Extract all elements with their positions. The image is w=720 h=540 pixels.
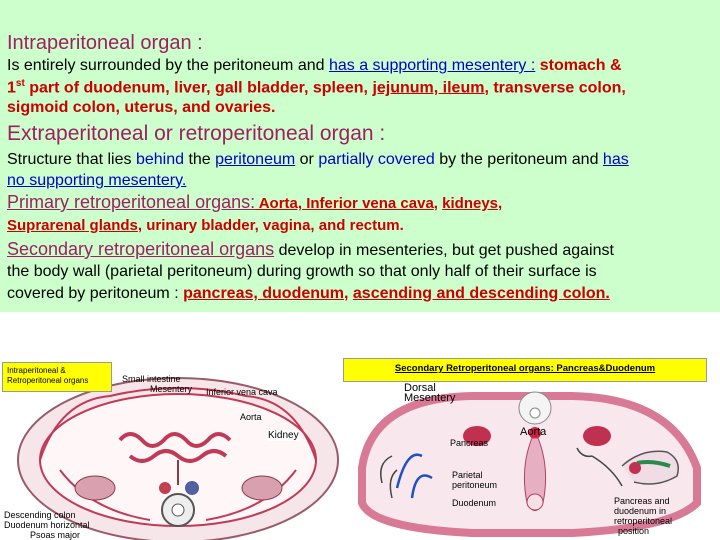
para2-line1: Structure that lies behind the peritoneu… bbox=[7, 151, 629, 169]
label-peritoneum: peritoneum bbox=[452, 480, 497, 490]
para1-pre: Is entirely surrounded by the peritoneum… bbox=[7, 57, 329, 74]
secondary-line3: covered by peritoneum : pancreas, duoden… bbox=[7, 285, 610, 303]
label-mesentery: Mesentery bbox=[150, 384, 193, 394]
label-dorsal: Dorsal bbox=[404, 382, 436, 394]
para2-line2: no supporting mesentery. bbox=[7, 172, 187, 189]
para2-peritoneum: peritoneum bbox=[215, 151, 296, 168]
secondary-line1: Secondary retroperitoneal organs develop… bbox=[7, 239, 614, 260]
heading-intraperitoneal: Intraperitoneal organ : bbox=[7, 32, 203, 54]
right-pancreas-diagram: Dorsal Mesentery Aorta Pancreas Parietal… bbox=[352, 378, 720, 540]
primary-kidneys: kidneys, bbox=[442, 195, 503, 212]
primary-line1: Primary retroperitoneal organs: Aorta, I… bbox=[7, 192, 502, 213]
left-cross-section-diagram: Small intestine Mesentery Inferior vena … bbox=[0, 360, 352, 540]
primary-suprarenal: Suprarenal glands bbox=[7, 217, 138, 234]
label-small-intestine: Small intestine bbox=[122, 374, 181, 384]
heading-extraperitoneal: Extraperitoneal or retroperitoneal organ… bbox=[7, 122, 386, 145]
ordinal-suffix: st bbox=[15, 78, 25, 89]
label-ivc: Inferior vena cava bbox=[206, 387, 278, 397]
label-dorsal-mesentery: Mesentery bbox=[404, 392, 456, 404]
note-line1: Pancreas and bbox=[614, 496, 670, 506]
para1-line2-link: jejunum, ileum bbox=[372, 79, 485, 97]
para1-organs: stomach & bbox=[535, 57, 622, 74]
secondary-line2: the body wall (parietal peritoneum) duri… bbox=[7, 263, 597, 280]
primary-rest: , urinary bladder, vagina, and rectum. bbox=[137, 217, 404, 234]
para2-partially: partially covered bbox=[318, 151, 435, 168]
para2-g: by the peritoneum and bbox=[434, 151, 603, 168]
secondary-colon: ascending and descending colon. bbox=[352, 285, 610, 302]
para1-link: has a supporting mesentery : bbox=[328, 57, 536, 74]
label-psoas: Psoas major bbox=[30, 530, 80, 540]
para2-has: has bbox=[602, 151, 629, 168]
secondary-sep: , bbox=[344, 285, 353, 302]
label-descending-colon: Descending colon bbox=[4, 510, 76, 520]
note-line4: position bbox=[618, 526, 649, 536]
para1-line1: Is entirely surrounded by the peritoneum… bbox=[7, 57, 622, 75]
label-duodenum-right: Duodenum bbox=[452, 498, 496, 508]
note-line2: duodenum in bbox=[614, 506, 666, 516]
para2-a: Structure that lies bbox=[7, 151, 136, 168]
primary-aorta: Aorta, Inferior vena cava bbox=[255, 195, 434, 212]
secondary-label: Secondary retroperitoneal organs bbox=[7, 239, 275, 259]
note-line3: retroperitoneal bbox=[614, 516, 672, 526]
para2-behind: behind bbox=[135, 151, 184, 168]
primary-sep: , bbox=[433, 195, 443, 212]
text-panel: Intraperitoneal organ : Is entirely surr… bbox=[0, 0, 720, 312]
para1-line2-a: part of duodenum, liver, gall bladder, s… bbox=[24, 79, 373, 97]
primary-line2: Suprarenal glands, urinary bladder, vagi… bbox=[7, 217, 404, 234]
label-kidney: Kidney bbox=[268, 430, 299, 441]
para1-line3: sigmoid colon, uterus, and ovaries. bbox=[7, 99, 276, 116]
para1-line2-b: , transverse colon, bbox=[484, 79, 626, 97]
label-parietal: Parietal bbox=[452, 470, 483, 480]
caption-secondary: Secondary Retroperitoneal organs: Pancre… bbox=[343, 358, 707, 382]
caption-secondary-text: Secondary Retroperitoneal organs: Pancre… bbox=[394, 363, 656, 374]
secondary-tail: develop in mesenteries, but get pushed a… bbox=[274, 242, 614, 259]
ordinal-number: 1 bbox=[7, 79, 16, 97]
label-pancreas: Pancreas bbox=[450, 438, 489, 448]
para2-e: or bbox=[295, 151, 319, 168]
secondary-pancreas: pancreas, duodenum bbox=[183, 285, 345, 302]
label-aorta-right: Aorta bbox=[520, 426, 547, 438]
primary-label: Primary retroperitoneal organs: bbox=[7, 192, 256, 212]
label-duodenum: Duodenum horizontal bbox=[4, 520, 90, 530]
label-aorta: Aorta bbox=[240, 412, 262, 422]
caption-intraperitoneal: Intraperitoneal & Retroperitoneal organs bbox=[2, 362, 112, 392]
para1-line2: 1st part of duodenum, liver, gall bladde… bbox=[7, 78, 626, 97]
secondary-3a: covered by peritoneum : bbox=[7, 285, 184, 302]
para2-c: the bbox=[184, 151, 216, 168]
